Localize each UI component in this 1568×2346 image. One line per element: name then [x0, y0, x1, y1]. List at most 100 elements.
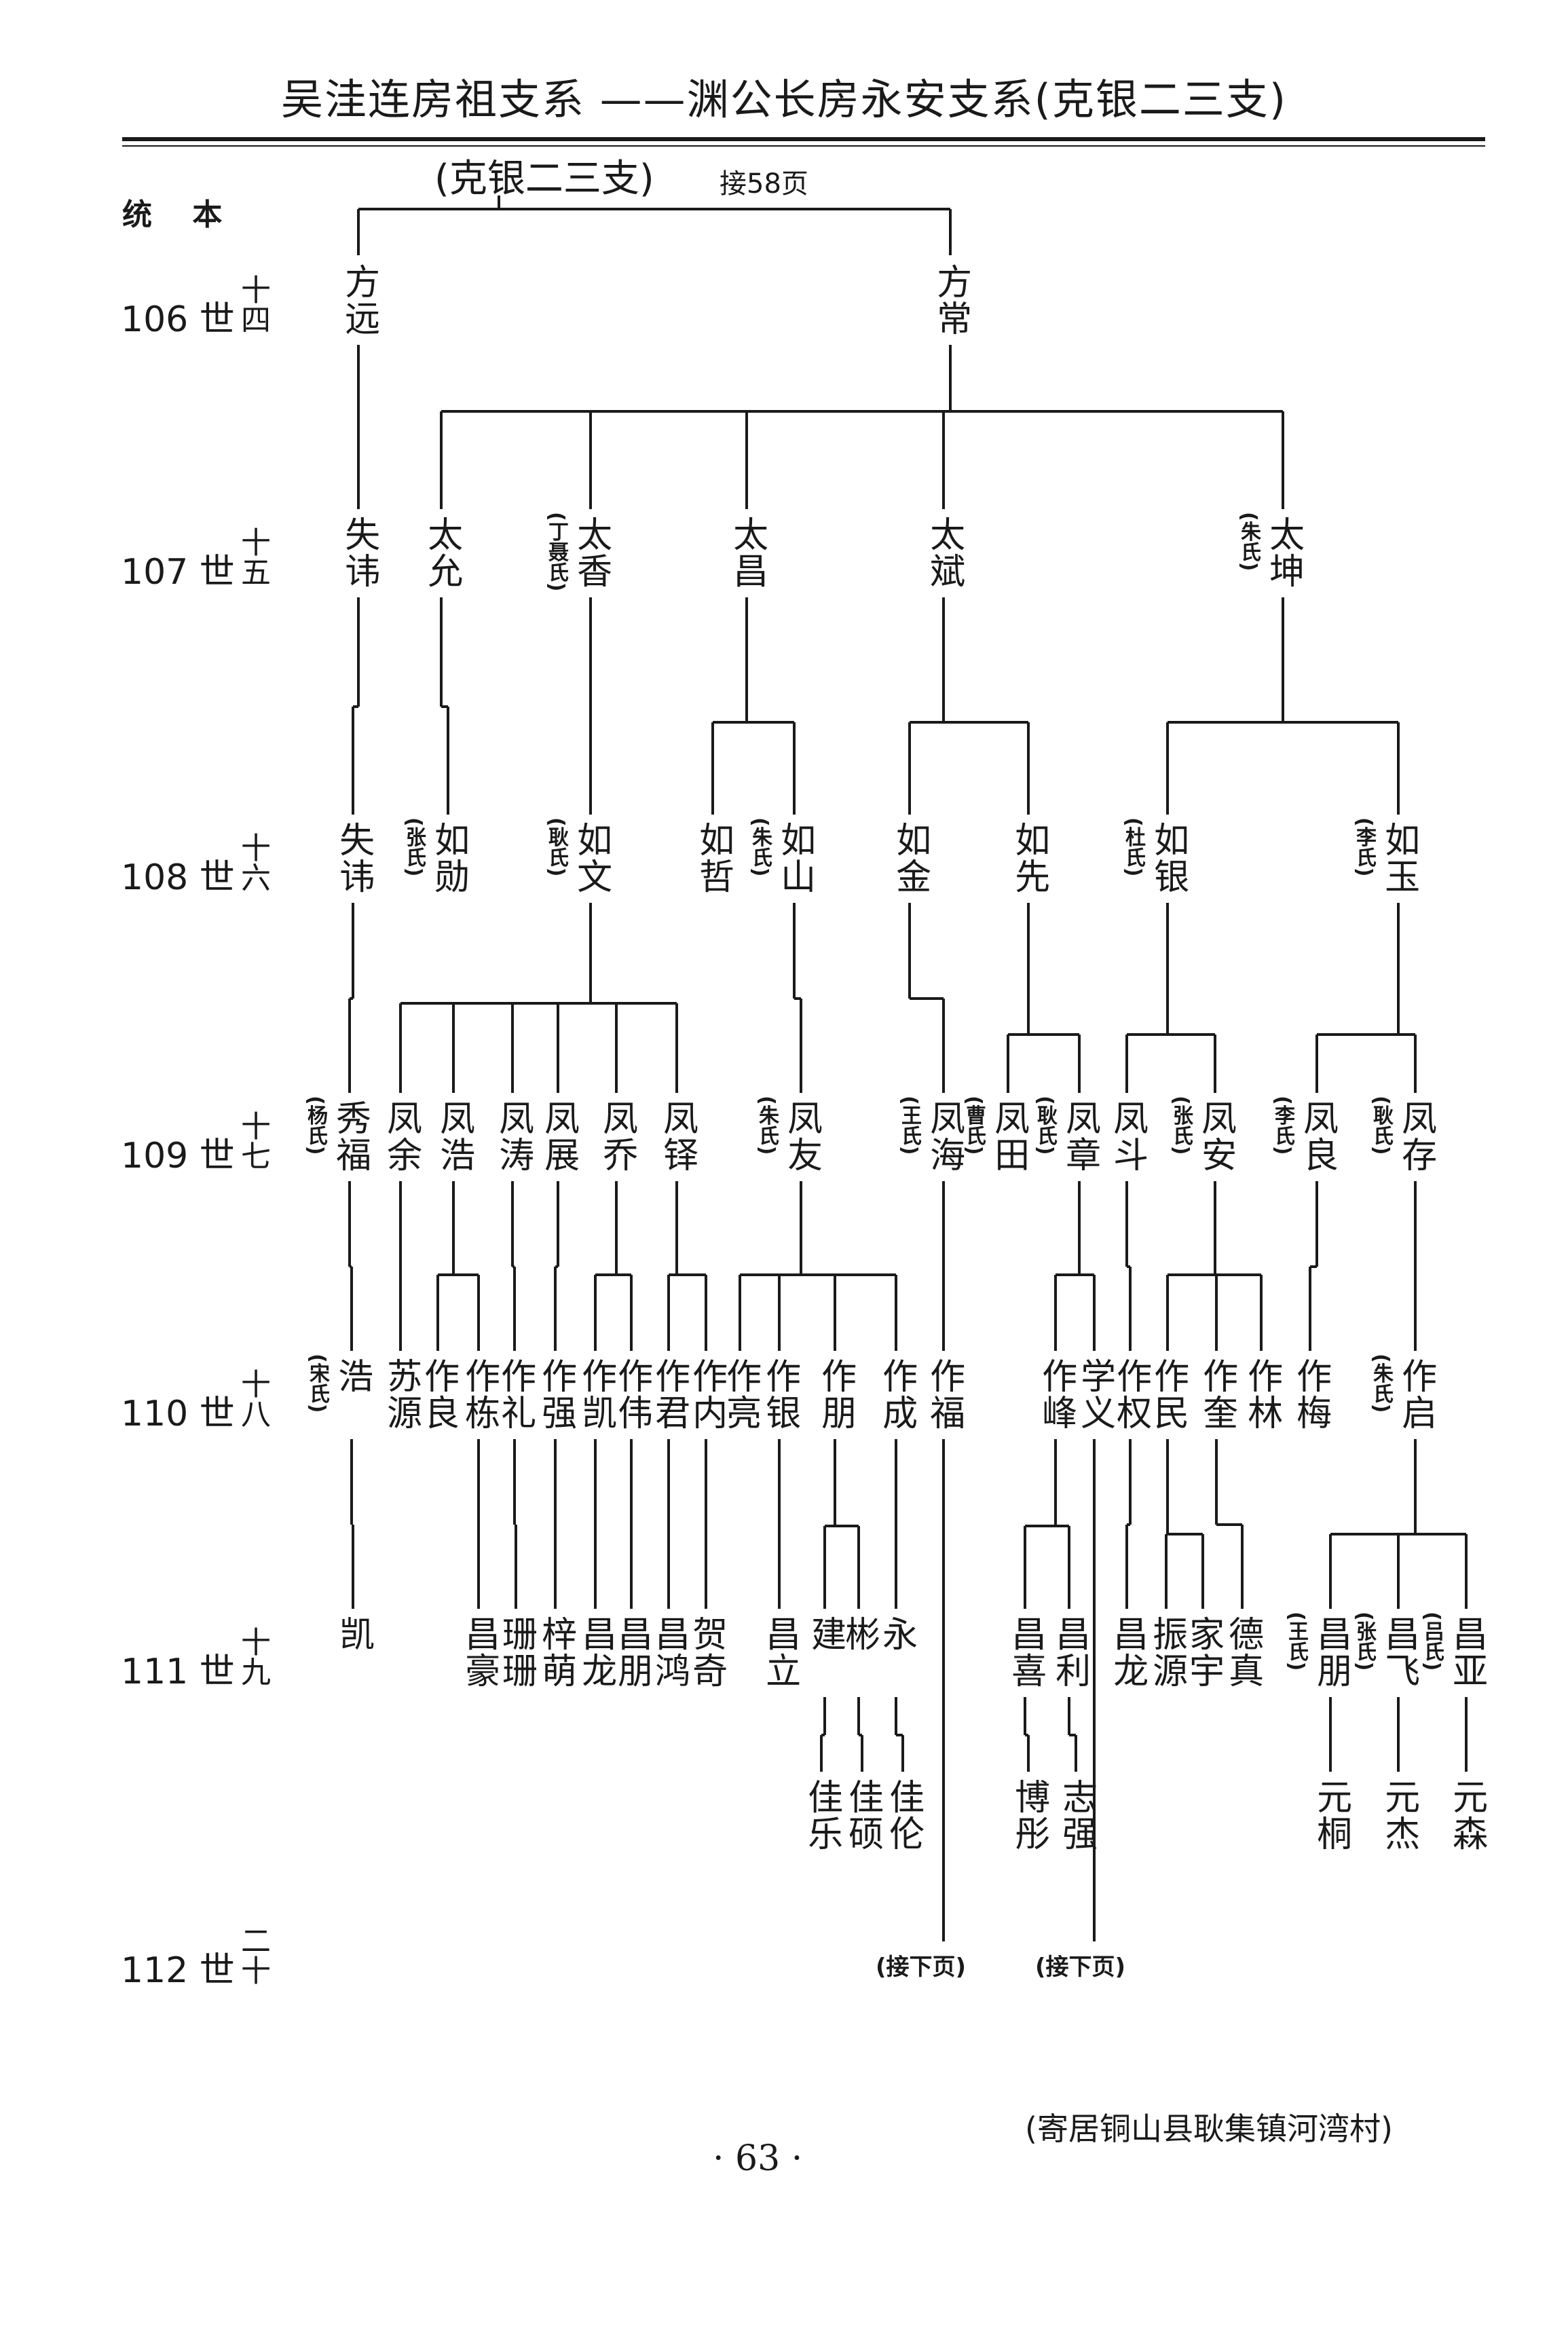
spouse-label: (李氏) [1352, 817, 1376, 877]
person-name: 元桐 [1310, 1779, 1351, 1852]
person-name: 作福 [923, 1358, 965, 1431]
person-name: 昌鸿 [648, 1616, 690, 1689]
person-name: 作朋 [815, 1358, 856, 1431]
spouse-label: (丁聂氏) [544, 512, 568, 592]
spouse-label: (朱氏) [748, 817, 772, 877]
person-name: 昌豪 [458, 1616, 500, 1689]
person-name: 太昌 [726, 516, 768, 589]
person-name: 苏源 [380, 1358, 422, 1431]
spouse-label: (朱氏) [755, 1096, 779, 1155]
spouse-label: (耿氏) [544, 817, 568, 877]
person-name: 凤乔 [596, 1100, 637, 1173]
person-name: 方常 [930, 263, 971, 337]
person-name: 如先 [1008, 821, 1049, 895]
person-name: 作峰 [1035, 1358, 1077, 1431]
person-name: 如哲 [692, 821, 734, 895]
title-rule-thick [122, 137, 1485, 141]
person-name: 贺奇 [686, 1616, 727, 1689]
person-name: 学义 [1074, 1358, 1115, 1431]
person-name: 凤斗 [1106, 1100, 1148, 1173]
person-name: 昌龙 [1106, 1616, 1148, 1689]
person-name: 德真 [1222, 1616, 1263, 1689]
person-name: 凤展 [538, 1100, 579, 1173]
person-name: 如银 [1147, 821, 1189, 895]
person-name: 太香 [570, 516, 612, 589]
person-name: 昌飞 [1378, 1616, 1419, 1689]
person-name: 作凯 [575, 1358, 616, 1431]
person-name: 如金 [889, 821, 931, 895]
person-name: 如玉 [1378, 821, 1419, 895]
person-name: 昌亚 [1446, 1616, 1487, 1689]
person-name: 元森 [1446, 1779, 1487, 1852]
person-name: 凤良 [1296, 1100, 1338, 1173]
generation-label: 112 世 [121, 1950, 235, 1991]
person-name: 作银 [759, 1358, 800, 1431]
person-name: 梓萌 [535, 1616, 576, 1689]
person-name: 家宇 [1182, 1616, 1224, 1689]
person-name: 作奎 [1196, 1358, 1237, 1431]
side-label: 统 本 [122, 198, 238, 232]
page-number: · 63 · [713, 2138, 803, 2179]
person-name: 作内 [686, 1358, 727, 1431]
person-name: 秀福 [329, 1100, 371, 1173]
spouse-label: (宋氏) [305, 1354, 329, 1413]
person-name: 如文 [570, 821, 612, 895]
person-name: 作启 [1395, 1358, 1436, 1431]
person-name: 昌朋 [611, 1616, 652, 1689]
person-name: 昌立 [759, 1616, 800, 1689]
person-name: 太坤 [1263, 516, 1304, 589]
person-name: 作权 [1110, 1358, 1151, 1431]
spouse-label: (朱氏) [1369, 1354, 1393, 1413]
person-name: 凤田 [988, 1100, 1029, 1173]
person-name: 作梅 [1290, 1358, 1331, 1431]
person-name: 作礼 [494, 1358, 536, 1431]
generation-label: 107 世 [121, 552, 235, 593]
continued-from-label: 接58页 [720, 168, 808, 200]
continuation-label-right: (接下页) [1035, 1954, 1126, 1981]
generation-ordinal: 十四 [236, 274, 270, 334]
generation-label: 110 世 [121, 1394, 235, 1434]
person-name: 浩 [331, 1358, 373, 1394]
person-name: 凤章 [1059, 1100, 1100, 1173]
spouse-label: (张氏) [402, 817, 426, 877]
person-name: 太允 [421, 516, 462, 589]
person-name: 失讳 [338, 516, 379, 589]
person-name: 凤存 [1395, 1100, 1436, 1173]
person-name: 凤余 [380, 1100, 422, 1173]
person-name: 作亮 [720, 1358, 761, 1431]
branch-label: (克银二三支) [434, 157, 654, 201]
title-rule-thin [122, 145, 1485, 147]
person-name: 作成 [876, 1358, 917, 1431]
person-name: 作民 [1147, 1358, 1189, 1431]
person-name: 方远 [338, 263, 379, 337]
person-name: 昌龙 [575, 1616, 616, 1689]
person-name: 凤铎 [656, 1100, 698, 1173]
person-name: 凤友 [781, 1100, 822, 1173]
spouse-label: (曹氏) [962, 1096, 986, 1155]
generation-ordinal: 十五 [236, 527, 270, 586]
spouse-label: (朱氏) [1237, 512, 1261, 572]
person-name: 凤浩 [433, 1100, 474, 1173]
spouse-label: (耿氏) [1033, 1096, 1057, 1155]
person-name: 凤涛 [492, 1100, 534, 1173]
person-name: 凤安 [1195, 1100, 1236, 1173]
generation-label: 106 世 [121, 299, 235, 340]
page-title: 吴洼连房祖支系 ——渊公长房永安支系(克银二三支) [280, 75, 1288, 124]
spouse-label: (耿氏) [1369, 1096, 1393, 1155]
person-name: 彬 [838, 1616, 880, 1652]
person-name: 凯 [333, 1616, 374, 1652]
spouse-label: (吕氏) [1420, 1612, 1444, 1671]
spouse-label: (张氏) [1169, 1096, 1193, 1155]
person-name: 如山 [774, 821, 815, 895]
person-name: 珊珊 [496, 1616, 537, 1689]
spouse-label: (杨氏) [303, 1096, 327, 1155]
person-name: 永 [876, 1616, 917, 1652]
generation-ordinal: 十七 [236, 1111, 270, 1170]
person-name: 作林 [1241, 1358, 1282, 1431]
continuation-label-left: (接下页) [876, 1954, 967, 1981]
person-name: 作栋 [458, 1358, 500, 1431]
person-name: 佳伦 [882, 1779, 924, 1852]
generation-ordinal: 十九 [236, 1626, 270, 1686]
